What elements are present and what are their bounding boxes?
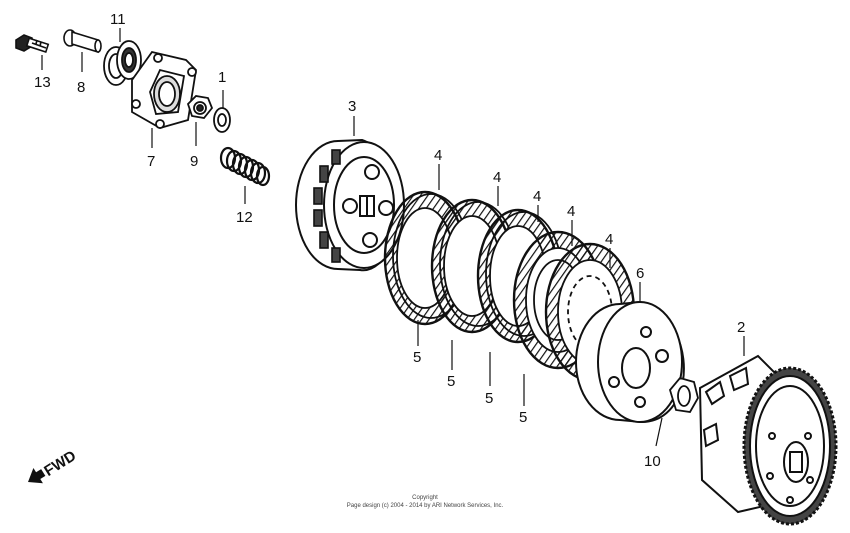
callout-5-c: 5 xyxy=(485,390,493,407)
callout-4-a: 4 xyxy=(434,147,442,164)
copyright-line-2: Page design (c) 2004 - 2014 by ARI Netwo… xyxy=(346,503,504,509)
callout-11: 11 xyxy=(110,11,126,28)
fwd-direction-arrow: FWD xyxy=(28,447,79,484)
fwd-label: FWD xyxy=(41,447,79,480)
part-8-pin xyxy=(63,29,102,54)
callout-10: 10 xyxy=(644,453,661,470)
part-11-bearing xyxy=(103,40,142,86)
callout-4-b: 4 xyxy=(493,169,501,186)
part-3-clutch-center xyxy=(295,138,405,272)
part-12-spring xyxy=(219,146,271,187)
callout-13: 13 xyxy=(34,74,51,91)
fwd-arrow-icon xyxy=(28,468,46,484)
callout-4-e: 4 xyxy=(605,231,613,248)
callout-2: 2 xyxy=(737,319,745,336)
callout-3: 3 xyxy=(348,98,356,115)
callout-4-c: 4 xyxy=(533,188,541,205)
callout-5-a: 5 xyxy=(413,349,421,366)
callout-4-d: 4 xyxy=(567,203,575,220)
callout-9: 9 xyxy=(190,153,198,170)
callout-8: 8 xyxy=(77,79,85,96)
part-9-nut xyxy=(186,95,214,119)
callout-labels: 13 8 11 7 9 1 12 3 4 4 4 4 4 5 5 5 5 6 2… xyxy=(34,11,745,470)
callout-5-d: 5 xyxy=(519,409,527,426)
part-13-bolt xyxy=(15,34,50,53)
callout-1: 1 xyxy=(218,69,226,86)
callout-12: 12 xyxy=(236,209,253,226)
part-7-lifter-plate xyxy=(131,50,197,129)
copyright-line-1: Copyright xyxy=(412,495,438,501)
part-6-pressure-plate xyxy=(575,300,685,424)
callout-7: 7 xyxy=(147,153,155,170)
callout-6: 6 xyxy=(636,265,644,282)
callout-5-b: 5 xyxy=(447,373,455,390)
part-10-thrust-washer xyxy=(668,376,699,413)
part-1-washer xyxy=(213,107,231,133)
part-2-clutch-outer xyxy=(698,354,838,526)
